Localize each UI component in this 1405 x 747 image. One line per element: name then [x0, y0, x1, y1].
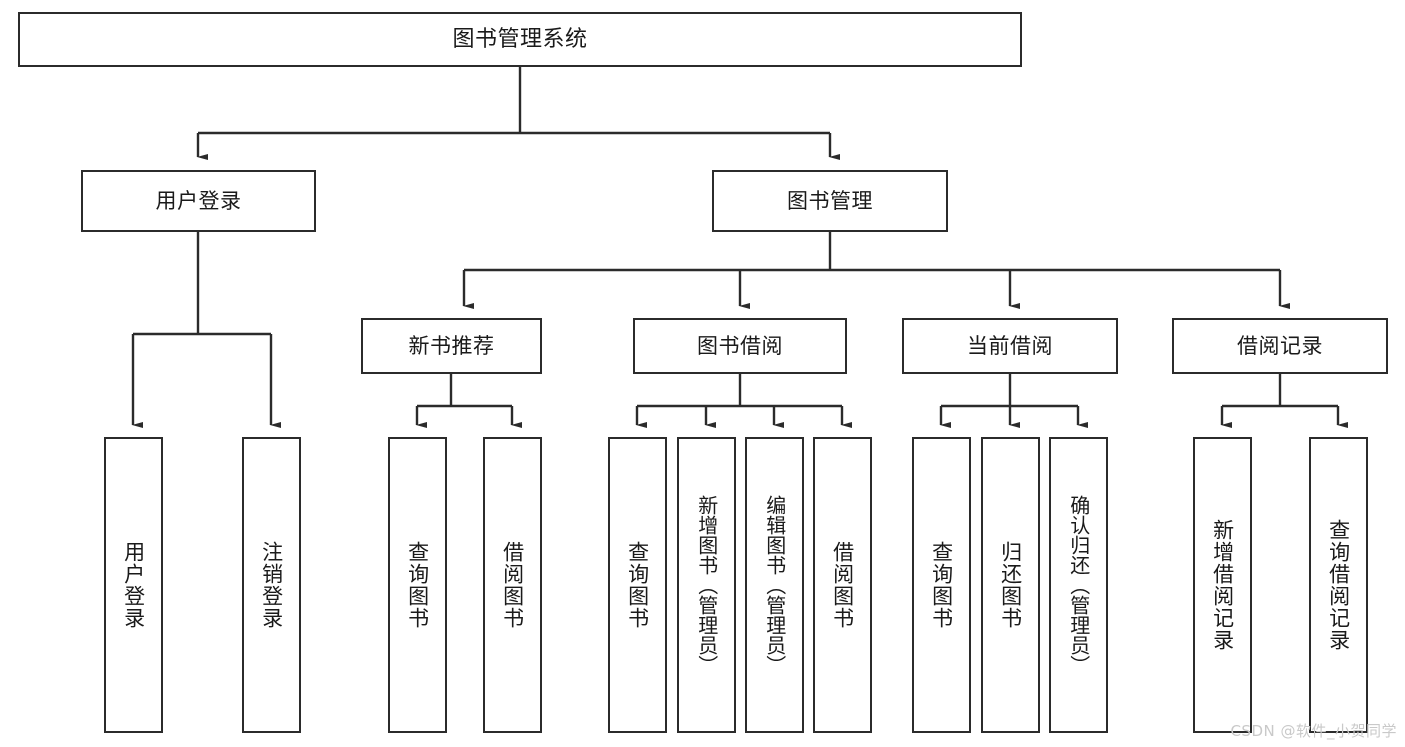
- watermark-csdn: CSDN @软件_小贺同学: [1230, 722, 1397, 740]
- leaf-query-borrow-record[interactable]: 查询借阅记录: [1309, 437, 1368, 733]
- leaf-edit-book-admin[interactable]: 编辑图书（管理员）: [745, 437, 804, 733]
- leaf-borrow-book-bb[interactable]: 借阅图书: [813, 437, 872, 733]
- node-root-book-management-system[interactable]: 图书管理系统: [18, 12, 1022, 67]
- node-label: 图书借阅: [697, 333, 783, 358]
- node-book-management[interactable]: 图书管理: [712, 170, 948, 232]
- node-label: 确认归还（管理员）: [1066, 495, 1091, 675]
- node-user-login[interactable]: 用户登录: [81, 170, 316, 232]
- node-label: 借阅图书: [500, 541, 525, 629]
- node-label: 图书管理: [787, 188, 873, 213]
- leaf-query-book-nbr[interactable]: 查询图书: [388, 437, 447, 733]
- node-label: 编辑图书（管理员）: [762, 495, 787, 675]
- node-label: 用户登录: [121, 541, 146, 629]
- leaf-confirm-return-admin[interactable]: 确认归还（管理员）: [1049, 437, 1108, 733]
- node-borrowing-record[interactable]: 借阅记录: [1172, 318, 1388, 374]
- node-book-borrowing[interactable]: 图书借阅: [633, 318, 847, 374]
- leaf-query-book-bb[interactable]: 查询图书: [608, 437, 667, 733]
- node-label: 查询图书: [625, 541, 650, 629]
- node-label: 查询图书: [405, 541, 430, 629]
- node-label: 借阅记录: [1237, 333, 1323, 358]
- node-label: 图书管理系统: [452, 26, 588, 52]
- node-label: 归还图书: [998, 541, 1023, 629]
- leaf-add-book-admin[interactable]: 新增图书（管理员）: [677, 437, 736, 733]
- node-label: 借阅图书: [830, 541, 855, 629]
- node-label: 查询借阅记录: [1326, 519, 1351, 651]
- leaf-return-book[interactable]: 归还图书: [981, 437, 1040, 733]
- leaf-query-book-cb[interactable]: 查询图书: [912, 437, 971, 733]
- node-label: 当前借阅: [967, 333, 1053, 358]
- node-label: 新书推荐: [408, 333, 495, 358]
- node-label: 新增图书（管理员）: [694, 495, 719, 675]
- node-label: 新增借阅记录: [1210, 519, 1235, 651]
- node-new-book-recommendation[interactable]: 新书推荐: [361, 318, 542, 374]
- leaf-borrow-book-nbr[interactable]: 借阅图书: [483, 437, 542, 733]
- node-label: 用户登录: [155, 188, 242, 213]
- leaf-logout[interactable]: 注销登录: [242, 437, 301, 733]
- node-current-borrowing[interactable]: 当前借阅: [902, 318, 1118, 374]
- node-label: 注销登录: [259, 541, 284, 629]
- node-label: 查询图书: [929, 541, 954, 629]
- leaf-add-borrow-record[interactable]: 新增借阅记录: [1193, 437, 1252, 733]
- leaf-user-login[interactable]: 用户登录: [104, 437, 163, 733]
